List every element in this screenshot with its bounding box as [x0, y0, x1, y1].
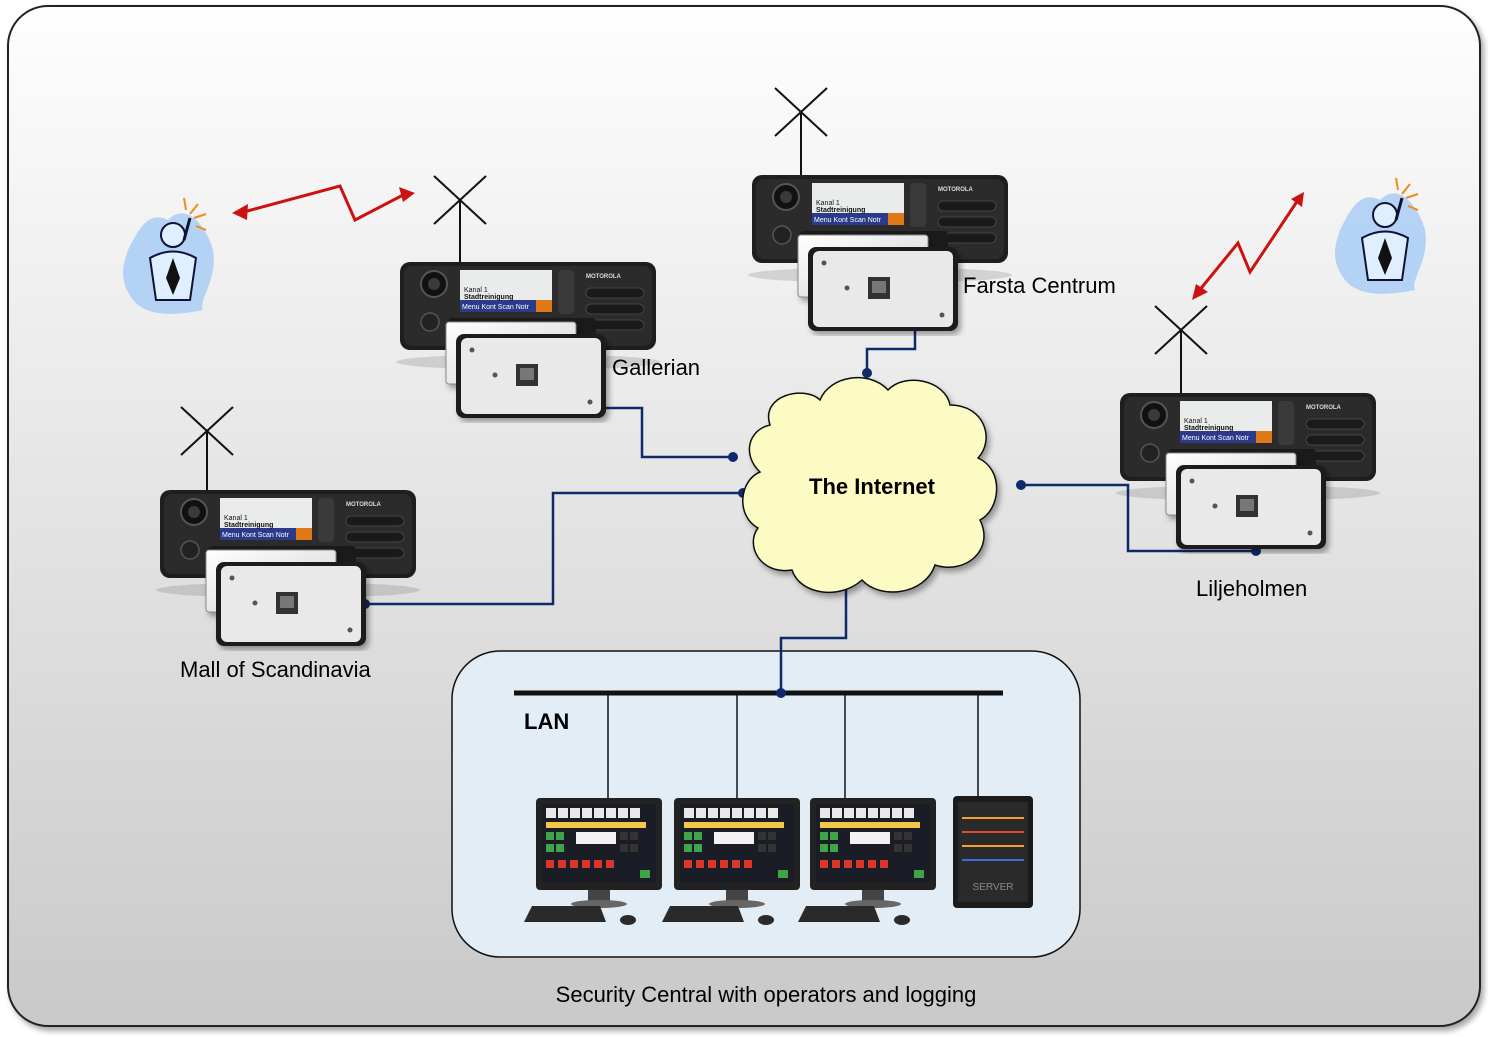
arrowhead-icon: [232, 204, 248, 220]
security-central-label: Security Central with operators and logg…: [556, 982, 977, 1007]
site-label-farsta: Farsta Centrum: [963, 273, 1116, 298]
lan-label: LAN: [524, 709, 569, 734]
arrowhead-icon: [399, 187, 415, 202]
arrowhead-icon: [1291, 192, 1304, 207]
site-label-liljeholmen: Liljeholmen: [1196, 576, 1307, 601]
radio-link-left: [239, 184, 406, 223]
lan-bus: [514, 690, 1003, 800]
site-label-mall: Mall of Scandinavia: [180, 657, 372, 682]
server-icon: SERVER: [953, 796, 1033, 908]
radio-link-right: [1196, 199, 1300, 293]
arrowhead-icon: [1192, 284, 1208, 300]
site-label-gallerian: Gallerian: [612, 355, 700, 380]
internet-label: The Internet: [809, 474, 936, 499]
internet-cloud: [742, 376, 998, 594]
server-label: SERVER: [973, 882, 1014, 893]
